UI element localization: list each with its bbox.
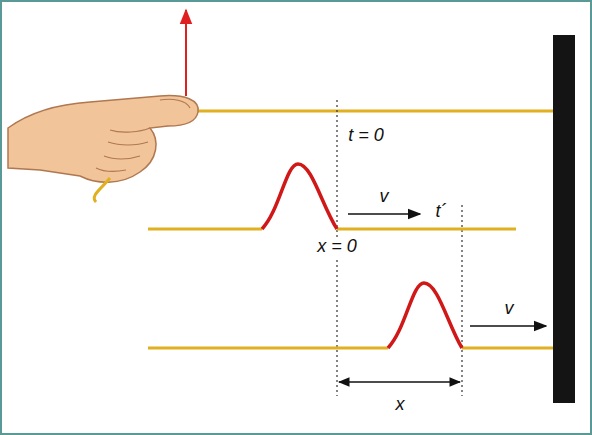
velocity-arrow (470, 325, 546, 327)
velocity-label: v (503, 299, 516, 319)
position-label: x = 0 (315, 237, 359, 257)
rope-line (148, 228, 262, 231)
fixed-wall (553, 35, 575, 403)
rope-line (462, 347, 553, 350)
wave-pulse (388, 283, 462, 348)
rope-line (337, 228, 516, 231)
hand-figure (8, 96, 198, 202)
time-label: t´ (434, 202, 449, 222)
motion-arrow (185, 10, 187, 96)
wave-pulse (262, 164, 337, 229)
time-label: t = 0 (346, 126, 386, 146)
rope-line (148, 347, 388, 350)
velocity-label: v (378, 187, 391, 207)
distance-label: x (394, 395, 407, 415)
reference-line (461, 205, 462, 396)
rope-line (190, 110, 553, 113)
dimension-arrow (339, 381, 460, 382)
velocity-arrow (348, 213, 420, 215)
